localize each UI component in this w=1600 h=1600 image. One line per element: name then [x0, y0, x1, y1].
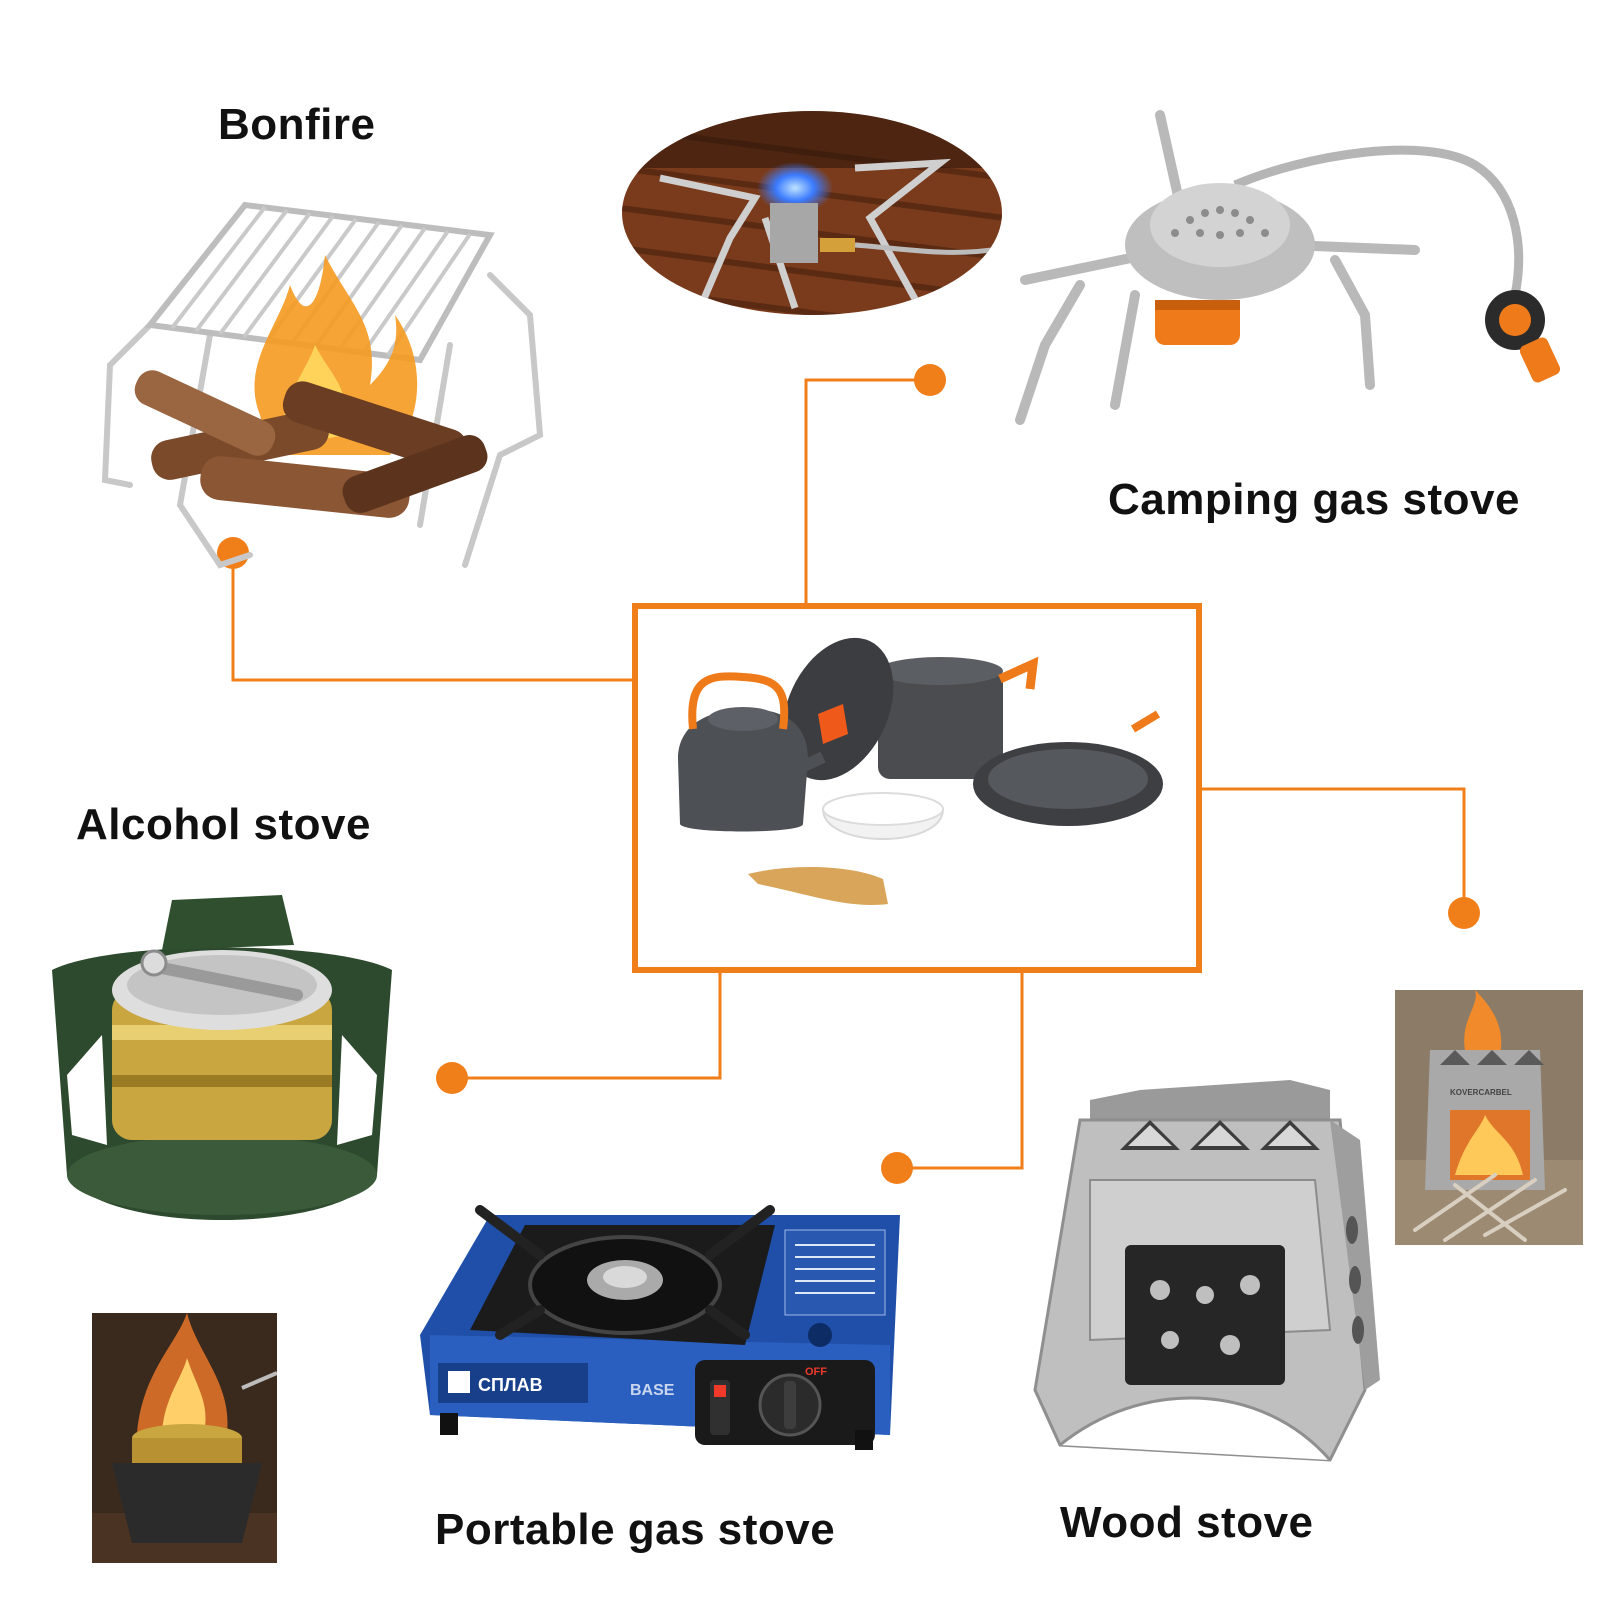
- dot-portable: [881, 1152, 913, 1184]
- connector-camping-gas: [804, 378, 930, 603]
- gas-burner-table-photo: [622, 111, 1002, 315]
- connector-alcohol: [452, 973, 722, 1080]
- cookware-set-icon: [678, 637, 1163, 905]
- wood-stove-photo: KOVERCARBEL: [1395, 990, 1583, 1245]
- alcohol-stove-photo: [92, 1313, 277, 1563]
- wood-stove-brand: KOVERCARBEL: [1450, 1088, 1512, 1097]
- label-alcohol-stove: Alcohol stove: [76, 800, 371, 849]
- alcohol-burner-icon: [52, 895, 392, 1220]
- dot-camping-gas: [914, 364, 946, 396]
- cassette-stove-icon: СПЛАВ BASE OFF: [420, 1205, 900, 1450]
- knob-off-mark: OFF: [805, 1366, 827, 1378]
- connector-bonfire: [231, 553, 632, 682]
- stove-brand-name: СПЛАВ: [478, 1375, 543, 1395]
- connector-wood: [1202, 787, 1466, 912]
- label-wood-stove: Wood stove: [1060, 1498, 1314, 1547]
- stove-model-name: BASE: [630, 1382, 675, 1399]
- label-portable-gas-stove: Portable gas stove: [435, 1505, 836, 1554]
- dot-alcohol: [436, 1062, 468, 1094]
- label-bonfire: Bonfire: [218, 100, 376, 149]
- label-camping-gas-stove: Camping gas stove: [1108, 475, 1520, 524]
- wood-stove-icon: [1033, 1080, 1380, 1462]
- cookware-set-frame: [632, 603, 1202, 973]
- connector-portable: [897, 973, 1024, 1170]
- dot-wood: [1448, 897, 1480, 929]
- gas-burner-icon: [1015, 110, 1561, 425]
- campfire-grill-icon: [101, 201, 544, 569]
